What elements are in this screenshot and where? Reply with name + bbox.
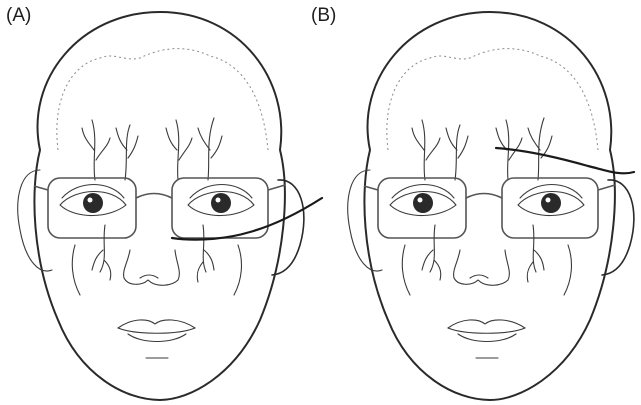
face-panel-b (348, 12, 634, 400)
wire-panel-a (172, 198, 322, 240)
face-panel-a (18, 12, 322, 400)
